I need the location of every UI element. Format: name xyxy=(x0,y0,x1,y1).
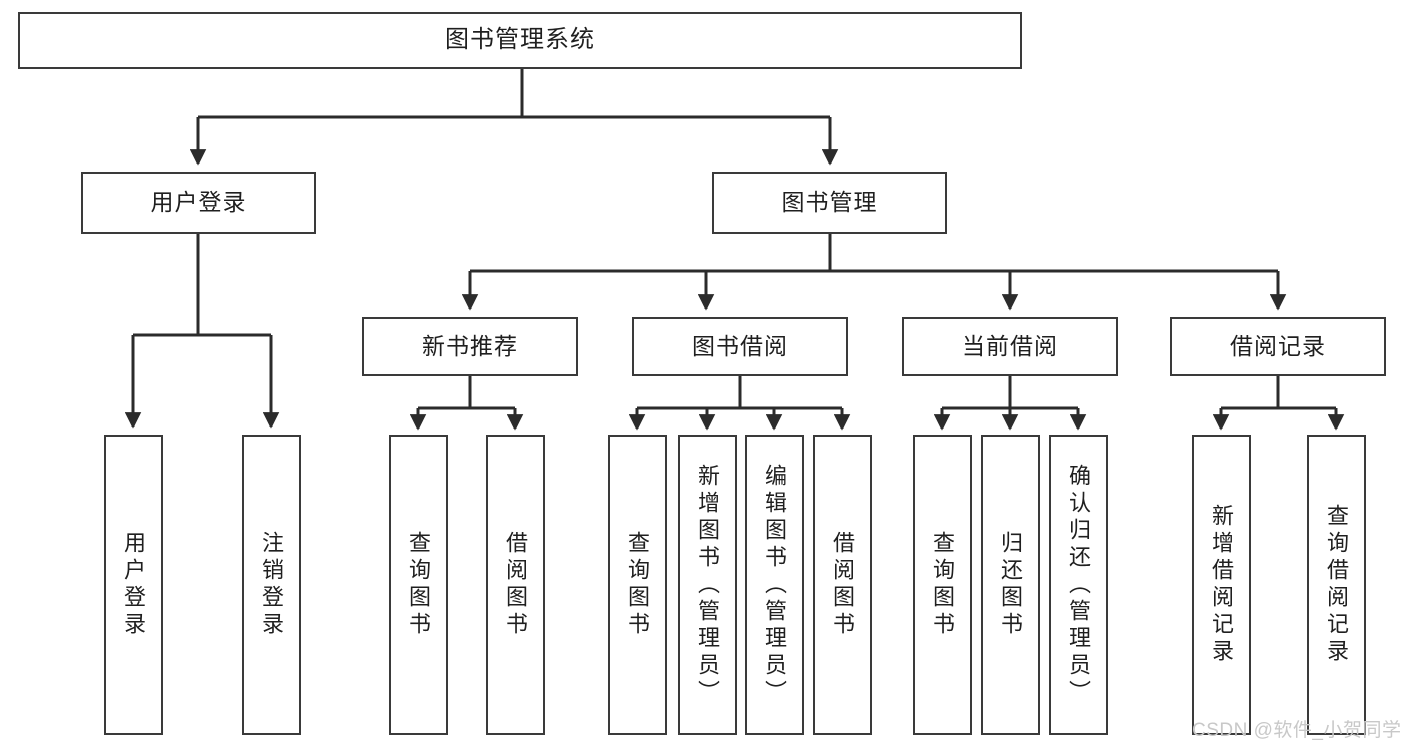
leaf-label: 用户登录 xyxy=(121,531,147,639)
node-label: 图书管理系统 xyxy=(445,26,595,54)
leaf-borrow-book-recommend[interactable]: 借阅图书 xyxy=(486,435,545,735)
leaf-label: 注销登录 xyxy=(259,531,285,639)
leaf-borrow-book[interactable]: 借阅图书 xyxy=(813,435,872,735)
leaf-label: 新增图书（管理员） xyxy=(695,463,721,707)
node-borrow-record[interactable]: 借阅记录 xyxy=(1170,317,1386,376)
leaf-edit-book[interactable]: 编辑图书（管理员） xyxy=(745,435,804,735)
node-label: 用户登录 xyxy=(150,189,247,216)
leaf-query-borrow-record[interactable]: 查询借阅记录 xyxy=(1307,435,1366,735)
leaf-query-book-recommend[interactable]: 查询图书 xyxy=(389,435,448,735)
node-book-manage[interactable]: 图书管理 xyxy=(712,172,947,234)
leaf-label: 查询图书 xyxy=(930,531,956,639)
node-root-system[interactable]: 图书管理系统 xyxy=(18,12,1022,69)
leaf-return-book[interactable]: 归还图书 xyxy=(981,435,1040,735)
leaf-label: 借阅图书 xyxy=(830,531,856,639)
node-label: 图书借阅 xyxy=(692,332,788,359)
node-current-borrow[interactable]: 当前借阅 xyxy=(902,317,1118,376)
node-label: 新书推荐 xyxy=(422,332,518,359)
leaf-confirm-return[interactable]: 确认归还（管理员） xyxy=(1049,435,1108,735)
leaf-query-book-current[interactable]: 查询图书 xyxy=(913,435,972,735)
leaf-user-login[interactable]: 用户登录 xyxy=(104,435,163,735)
leaf-query-book-borrow[interactable]: 查询图书 xyxy=(608,435,667,735)
node-label: 当前借阅 xyxy=(962,332,1058,359)
leaf-label: 查询借阅记录 xyxy=(1324,504,1350,666)
node-label: 借阅记录 xyxy=(1230,332,1326,359)
leaf-logout-login[interactable]: 注销登录 xyxy=(242,435,301,735)
watermark-text: CSDN @软件_小贺同学 xyxy=(1192,720,1402,741)
leaf-label: 查询图书 xyxy=(406,531,432,639)
node-new-book-recommend[interactable]: 新书推荐 xyxy=(362,317,578,376)
node-user-login[interactable]: 用户登录 xyxy=(81,172,316,234)
leaf-label: 归还图书 xyxy=(998,531,1024,639)
node-label: 图书管理 xyxy=(781,189,878,216)
leaf-add-book[interactable]: 新增图书（管理员） xyxy=(678,435,737,735)
node-book-borrow[interactable]: 图书借阅 xyxy=(632,317,848,376)
leaf-label: 借阅图书 xyxy=(503,531,529,639)
leaf-label: 确认归还（管理员） xyxy=(1066,463,1092,707)
leaf-label: 编辑图书（管理员） xyxy=(762,463,788,707)
leaf-label: 查询图书 xyxy=(625,531,651,639)
leaf-label: 新增借阅记录 xyxy=(1209,504,1235,666)
leaf-add-borrow-record[interactable]: 新增借阅记录 xyxy=(1192,435,1251,735)
